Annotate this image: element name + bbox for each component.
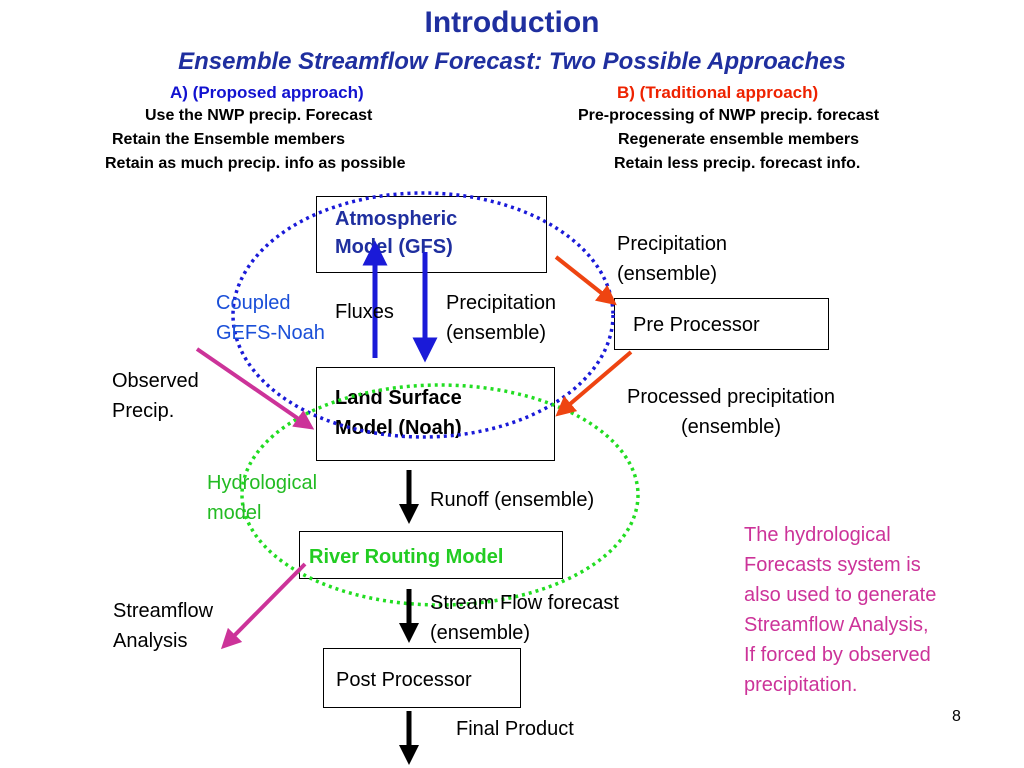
approach-a-header: A) (Proposed approach)	[170, 83, 364, 102]
post-processor-box: Post Processor	[323, 648, 521, 708]
runoff-label: Runoff (ensemble)	[430, 489, 595, 511]
observed-line-1: Observed	[112, 370, 199, 392]
note-line-2: Forecasts system is	[744, 554, 921, 576]
note-line-6: precipitation.	[744, 674, 858, 696]
note-line-4: Streamflow Analysis,	[744, 614, 929, 636]
atmospheric-model-box: Atmospheric Model (GFS)	[316, 196, 547, 273]
land-surface-line-2: Model (Noah)	[335, 417, 462, 439]
approach-a-line-3: Retain as much precip. info as possible	[105, 155, 406, 172]
stream-flow-line-1: Stream Flow forecast	[430, 592, 619, 614]
processed-line-1: Processed precipitation	[627, 386, 835, 408]
approach-a-line-2: Retain the Ensemble members	[112, 131, 345, 148]
note-line-3: also used to generate	[744, 584, 937, 606]
river-routing-label: River Routing Model	[309, 546, 504, 568]
slide-subtitle: Ensemble Streamflow Forecast: Two Possib…	[178, 48, 846, 75]
streamflow-analysis-label: Streamflow Analysis	[113, 596, 213, 656]
approach-b-line-1: Pre-processing of NWP precip. forecast	[578, 107, 880, 124]
note-line-1: The hydrological	[744, 524, 891, 546]
atmospheric-model-line-1: Atmospheric	[335, 208, 458, 230]
pre-processor-box: Pre Processor	[614, 298, 829, 350]
page-number: 8	[952, 708, 961, 725]
note-line-5: If forced by observed	[744, 644, 931, 666]
fluxes-label: Fluxes	[335, 301, 394, 323]
final-product-label: Final Product	[456, 718, 574, 740]
precip-mid-line-1: Precipitation	[446, 292, 557, 314]
approach-a-line-1: Use the NWP precip. Forecast	[145, 107, 373, 124]
approach-b-line-3: Retain less precip. forecast info.	[614, 155, 861, 172]
precip-right-line-1: Precipitation	[617, 233, 728, 255]
stream-flow-line-2: (ensemble)	[430, 622, 531, 644]
processed-precipitation-label: Processed precipitation (ensemble)	[600, 382, 862, 442]
precipitation-ensemble-label-mid: Precipitation (ensemble)	[446, 288, 556, 348]
observed-line-2: Precip.	[112, 400, 175, 422]
hydrological-line-2: model	[207, 502, 262, 524]
hydrological-note: The hydrological Forecasts system is als…	[744, 520, 936, 700]
hydrological-model-ellipse	[240, 383, 640, 607]
approach-b-line-2: Regenerate ensemble members	[618, 131, 859, 148]
coupled-line-2: GEFS-Noah	[216, 322, 325, 344]
river-routing-model-box: River Routing Model	[299, 531, 563, 579]
approach-b-header: B) (Traditional approach)	[617, 83, 819, 102]
hydrological-model-label: Hydrological model	[207, 468, 317, 528]
precip-to-preprocessor-arrow	[554, 255, 617, 306]
precip-mid-line-2: (ensemble)	[446, 322, 547, 344]
coupled-gefs-noah-ellipse	[231, 191, 615, 439]
streamflow-analysis-arrow	[220, 562, 307, 650]
streamflow-analysis-line-1: Streamflow	[113, 600, 214, 622]
stream-flow-forecast-label: Stream Flow forecast (ensemble)	[430, 588, 619, 648]
preprocessor-to-land-arrow	[555, 350, 633, 417]
precip-right-line-2: (ensemble)	[617, 263, 718, 285]
post-processor-label: Post Processor	[336, 669, 472, 691]
coupled-line-1: Coupled	[216, 292, 291, 314]
observed-precip-label: Observed Precip.	[112, 366, 199, 426]
slide-title: Introduction	[424, 6, 600, 39]
streamflow-analysis-line-2: Analysis	[113, 630, 188, 652]
precipitation-ensemble-label-right: Precipitation (ensemble)	[617, 229, 727, 289]
coupled-gefs-noah-label: Coupled GEFS-Noah	[216, 288, 325, 348]
pre-processor-label: Pre Processor	[633, 314, 760, 336]
processed-line-2: (ensemble)	[680, 416, 782, 438]
observed-precip-arrow	[195, 347, 315, 430]
hydrological-line-1: Hydrological	[207, 472, 318, 494]
